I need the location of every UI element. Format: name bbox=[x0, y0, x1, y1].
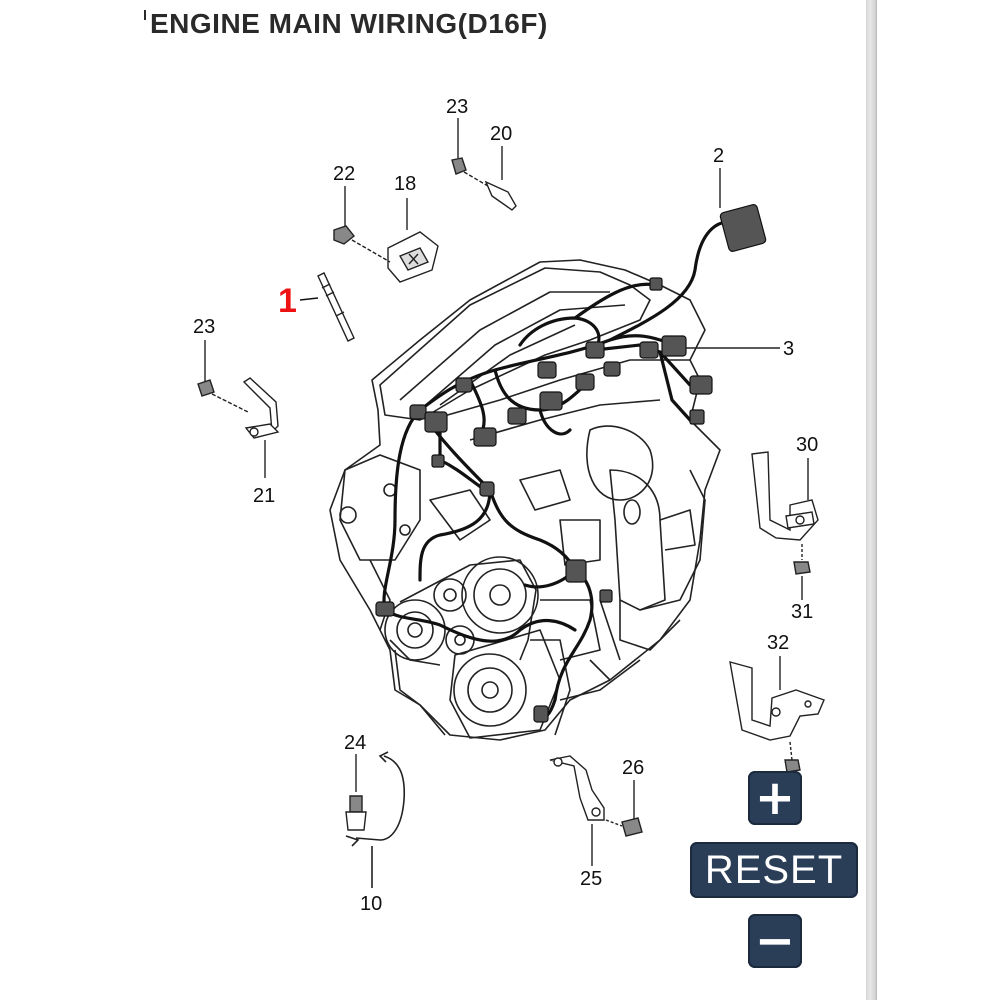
connector bbox=[431, 454, 445, 468]
part-labels: 1 2 3 10 18 20 21 22 23 23 24 25 26 30 3… bbox=[193, 96, 818, 915]
connector bbox=[565, 559, 587, 583]
part-25-bracket[interactable] bbox=[549, 755, 605, 866]
connector bbox=[649, 277, 663, 291]
part-label-2[interactable]: 2 bbox=[713, 145, 724, 167]
connector bbox=[599, 589, 613, 603]
divider bbox=[876, 0, 877, 1000]
part-26-bolt[interactable] bbox=[605, 780, 643, 837]
part-label-25[interactable]: 25 bbox=[580, 868, 602, 890]
part-label-21[interactable]: 21 bbox=[253, 485, 275, 507]
zoom-out-button[interactable]: − bbox=[748, 914, 802, 968]
part-label-10[interactable]: 10 bbox=[360, 893, 382, 915]
connector bbox=[473, 427, 497, 447]
part-23-bolt-left[interactable] bbox=[197, 340, 249, 413]
connector bbox=[719, 204, 767, 252]
part-label-24[interactable]: 24 bbox=[344, 732, 366, 754]
connector bbox=[479, 481, 495, 497]
connector bbox=[603, 361, 621, 377]
part-label-18[interactable]: 18 bbox=[394, 173, 416, 195]
connector bbox=[689, 409, 705, 425]
connector bbox=[575, 373, 595, 391]
part-1-glow-plug[interactable] bbox=[299, 272, 355, 342]
connector bbox=[455, 377, 473, 393]
engine-wiring-diagram: 1 2 3 10 18 20 21 22 23 23 24 25 26 30 3… bbox=[193, 96, 825, 915]
connector bbox=[409, 404, 427, 420]
scrollbar-track[interactable] bbox=[866, 0, 876, 1000]
engine-block bbox=[329, 259, 721, 741]
connector bbox=[639, 341, 659, 359]
connector bbox=[507, 407, 527, 425]
zoom-in-button[interactable]: + bbox=[748, 771, 802, 825]
part-18-sensor[interactable] bbox=[387, 198, 439, 283]
part-label-32[interactable]: 32 bbox=[767, 632, 789, 654]
reset-button[interactable]: RESET bbox=[690, 842, 858, 898]
part-23-bolt-top[interactable] bbox=[451, 118, 489, 187]
part-21-bracket[interactable] bbox=[242, 377, 280, 478]
part-label-30[interactable]: 30 bbox=[796, 434, 818, 456]
part-label-31[interactable]: 31 bbox=[791, 601, 813, 623]
part-label-20[interactable]: 20 bbox=[490, 123, 512, 145]
part-32-bracket[interactable] bbox=[729, 656, 825, 773]
title-mark bbox=[144, 10, 146, 20]
connector bbox=[375, 601, 395, 617]
part-label-23-top[interactable]: 23 bbox=[446, 96, 468, 118]
part-label-3[interactable]: 3 bbox=[783, 338, 794, 360]
part-20-bracket[interactable] bbox=[484, 146, 517, 211]
harness-connectors bbox=[375, 204, 767, 723]
diagram-title: ENGINE MAIN WIRING(D16F) bbox=[144, 8, 548, 40]
part-label-23-left[interactable]: 23 bbox=[193, 316, 215, 338]
part-label-22[interactable]: 22 bbox=[333, 163, 355, 185]
part-22-bolt[interactable] bbox=[333, 186, 391, 263]
connector bbox=[585, 341, 605, 359]
connector bbox=[689, 375, 713, 395]
part-label-26[interactable]: 26 bbox=[622, 757, 644, 779]
part-label-1[interactable]: 1 bbox=[278, 282, 297, 320]
part-31-bolt[interactable] bbox=[793, 544, 811, 600]
connector bbox=[424, 411, 448, 433]
diagram-title-text: ENGINE MAIN WIRING(D16F) bbox=[150, 8, 548, 39]
part-10-cable[interactable] bbox=[345, 751, 406, 888]
connector bbox=[533, 705, 549, 723]
connector bbox=[661, 335, 687, 357]
connector bbox=[539, 391, 563, 411]
part-30-bracket[interactable] bbox=[751, 451, 819, 541]
connector bbox=[537, 361, 557, 379]
part-24-sensor[interactable] bbox=[345, 754, 367, 831]
